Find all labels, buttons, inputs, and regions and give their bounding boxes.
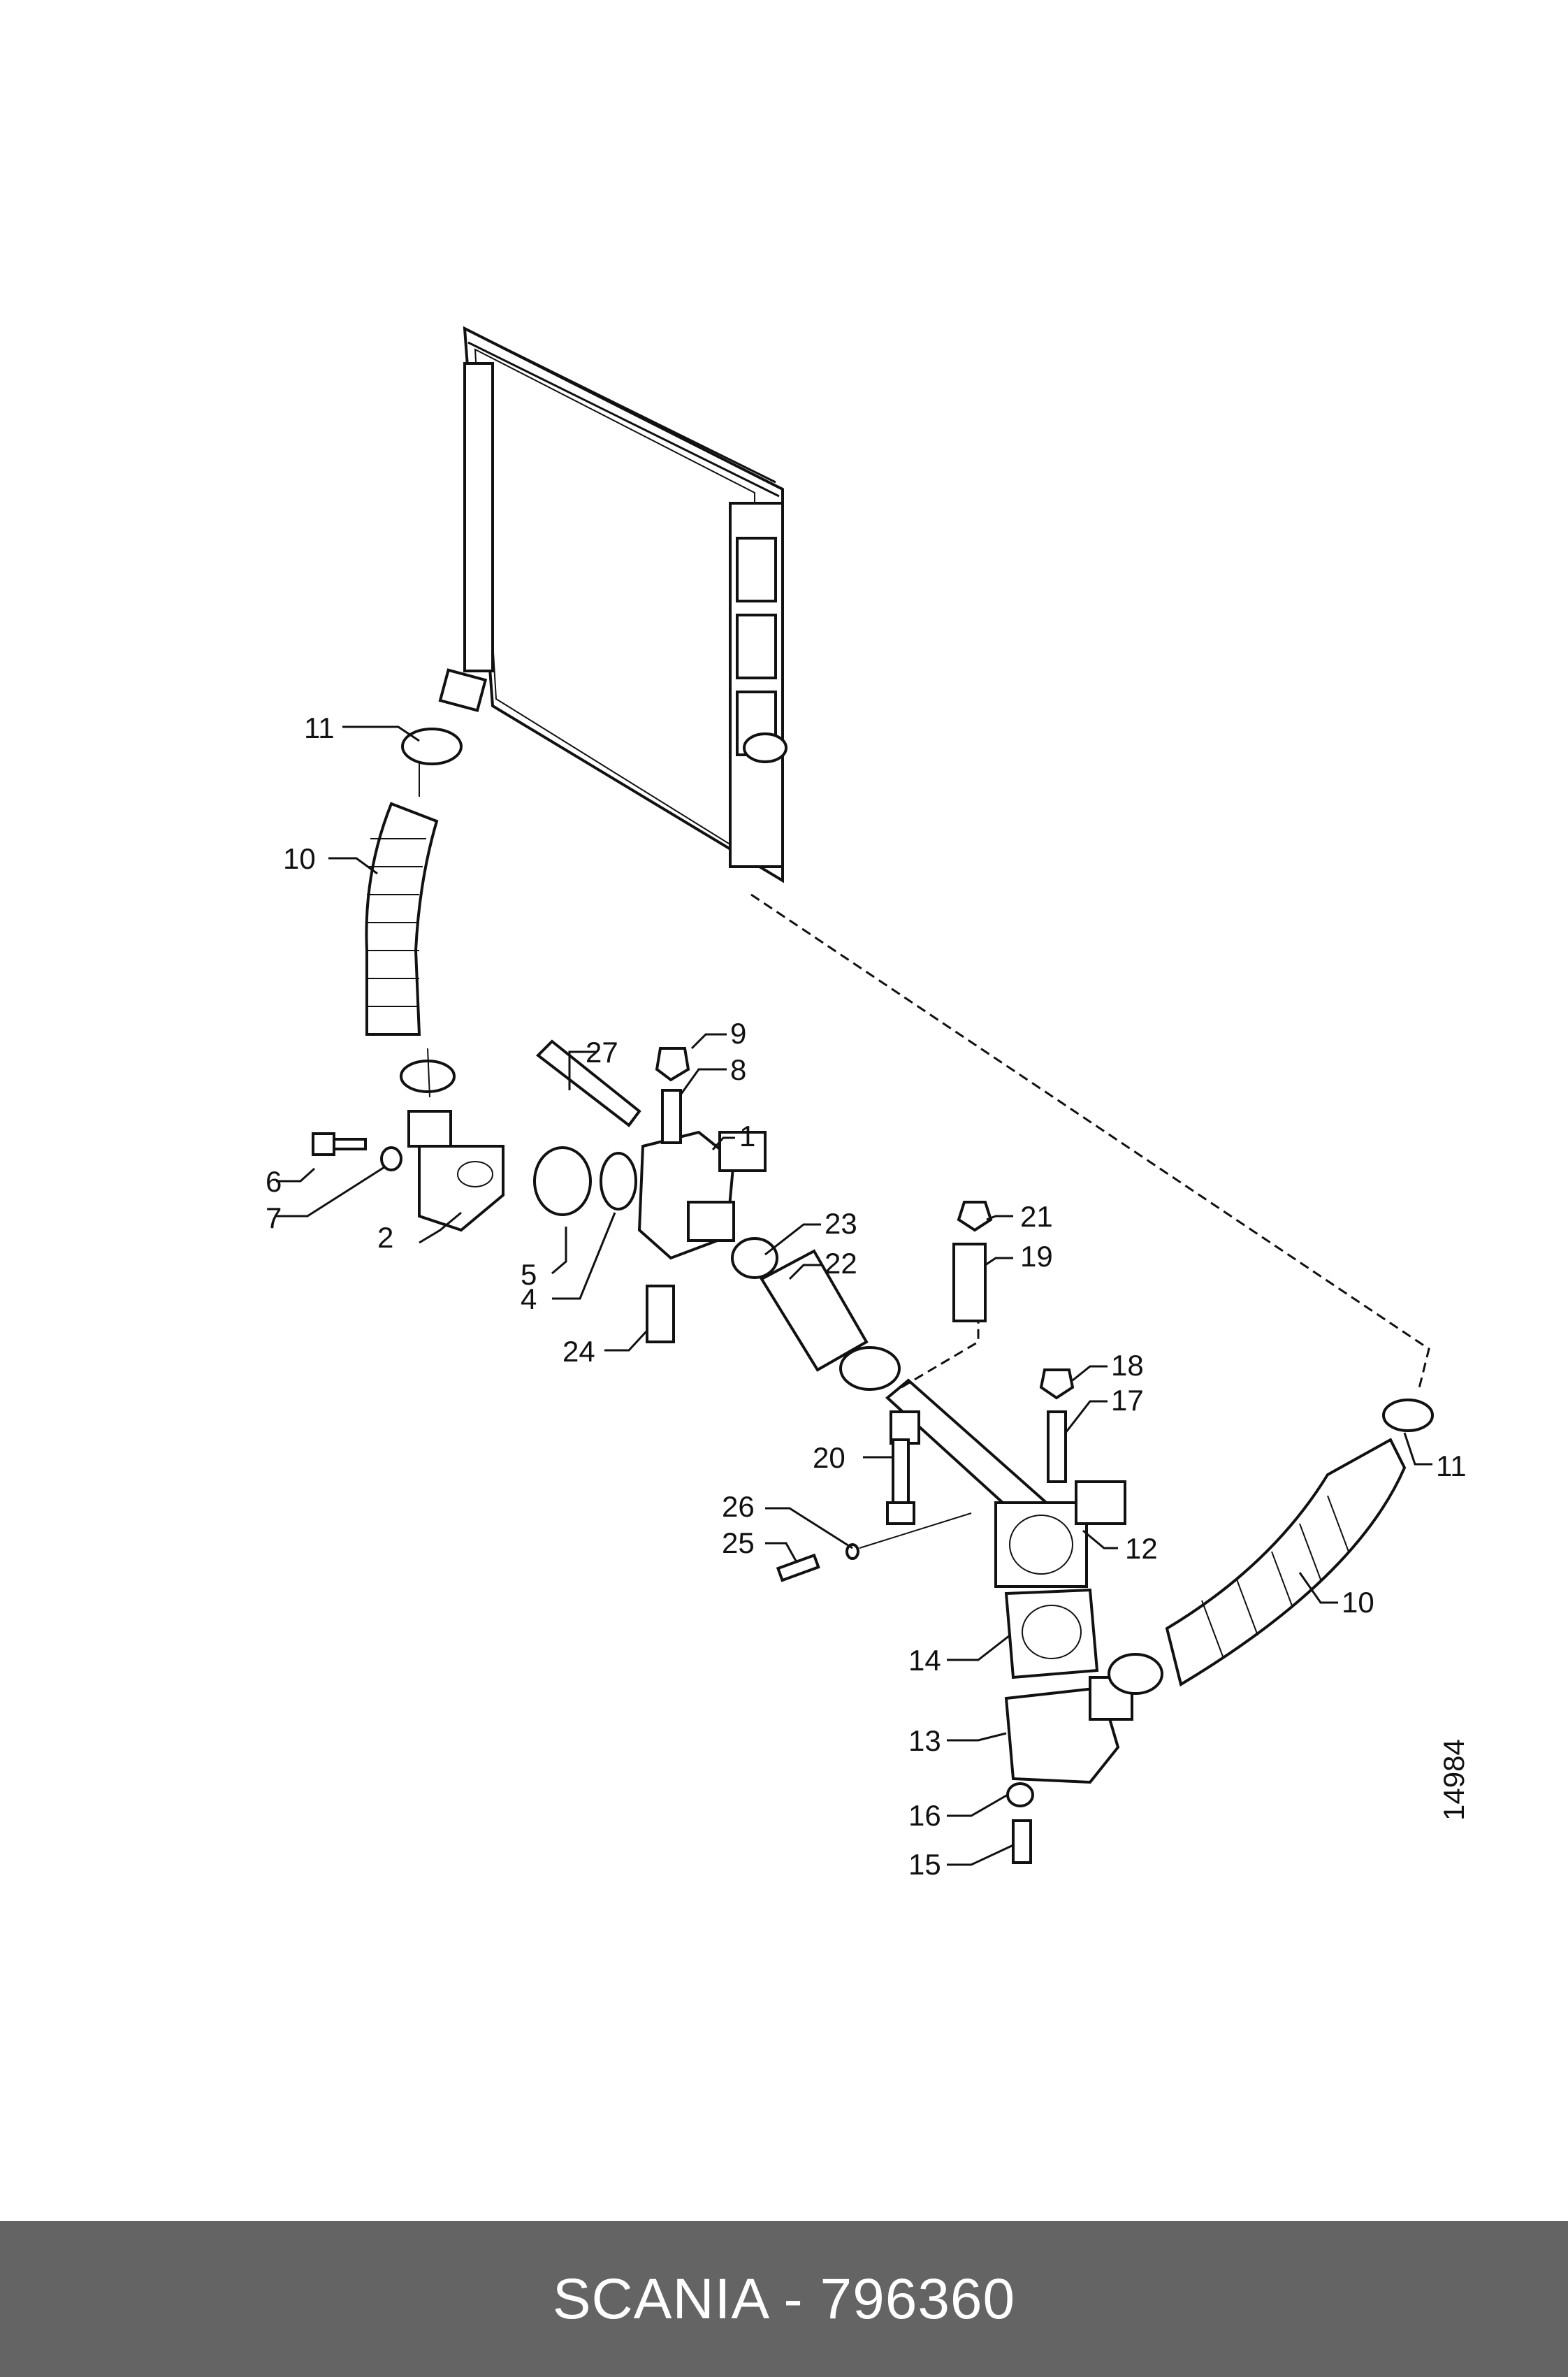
bolt-20 (886, 1438, 915, 1525)
callout-24: 24 (562, 1335, 595, 1368)
callout-1: 1 (739, 1120, 755, 1153)
callout-11-top: 11 (304, 711, 335, 744)
callout-labels: 11 10 9 27 8 1 6 7 2 21 23 19 5 22 4 24 … (266, 711, 1470, 1881)
callout-22: 22 (825, 1247, 857, 1280)
exploded-parts-diagram: 11 10 9 27 8 1 6 7 2 21 23 19 5 22 4 24 … (266, 326, 1470, 1881)
radiator (463, 326, 787, 883)
callout-11-right: 11 (1436, 1450, 1467, 1482)
callout-20: 20 (813, 1441, 845, 1474)
callout-6: 6 (266, 1165, 282, 1198)
gasket (1004, 1588, 1099, 1679)
dashed-connection-long (750, 893, 1430, 1392)
callout-12: 12 (1125, 1532, 1158, 1565)
callout-17: 17 (1111, 1384, 1144, 1417)
callout-26: 26 (722, 1490, 755, 1523)
dashed-connection-short (901, 1321, 980, 1389)
bolt-and-washer (312, 1132, 402, 1171)
callout-18: 18 (1111, 1349, 1144, 1382)
thermostat-elbow (407, 1110, 504, 1232)
drawing-number: 14984 (1437, 1739, 1470, 1821)
callout-15: 15 (908, 1848, 941, 1881)
callout-16: 16 (908, 1799, 941, 1832)
elbow (1004, 1676, 1133, 1784)
stud-and-nut-right (1039, 1368, 1075, 1483)
small-tube (535, 1039, 641, 1127)
callout-9: 9 (730, 1017, 746, 1050)
axis-line-upper (419, 762, 430, 1098)
bolt-25-26 (776, 1512, 972, 1582)
bolt-15-16 (1006, 1782, 1034, 1864)
thermostat (533, 1146, 637, 1216)
outlet-pipe (885, 1378, 1126, 1588)
leader-lines (276, 725, 1432, 1866)
callout-27: 27 (586, 1036, 618, 1069)
callout-14: 14 (908, 1644, 941, 1677)
callout-2: 2 (377, 1221, 393, 1254)
callout-25: 25 (722, 1526, 755, 1559)
spacer-and-nut (952, 1201, 993, 1322)
nipple (646, 1285, 675, 1343)
callout-4: 4 (521, 1283, 537, 1315)
callout-8: 8 (730, 1053, 746, 1086)
callout-10-left: 10 (283, 842, 316, 875)
callout-21: 21 (1020, 1200, 1053, 1233)
upper-hose (365, 668, 488, 1093)
callout-13: 13 (908, 1724, 941, 1757)
callout-5: 5 (521, 1258, 537, 1291)
callout-19: 19 (1020, 1240, 1053, 1273)
bypass-hose (731, 1237, 901, 1391)
callout-7: 7 (266, 1201, 282, 1234)
callout-23: 23 (825, 1207, 857, 1240)
footer-text: SCANIA - 796360 (552, 2267, 1016, 2331)
callout-10-right: 10 (1342, 1586, 1374, 1619)
stud-and-nut (655, 1047, 690, 1144)
lower-hose (1108, 1399, 1434, 1695)
footer-banner: SCANIA - 796360 (0, 2221, 1568, 2377)
